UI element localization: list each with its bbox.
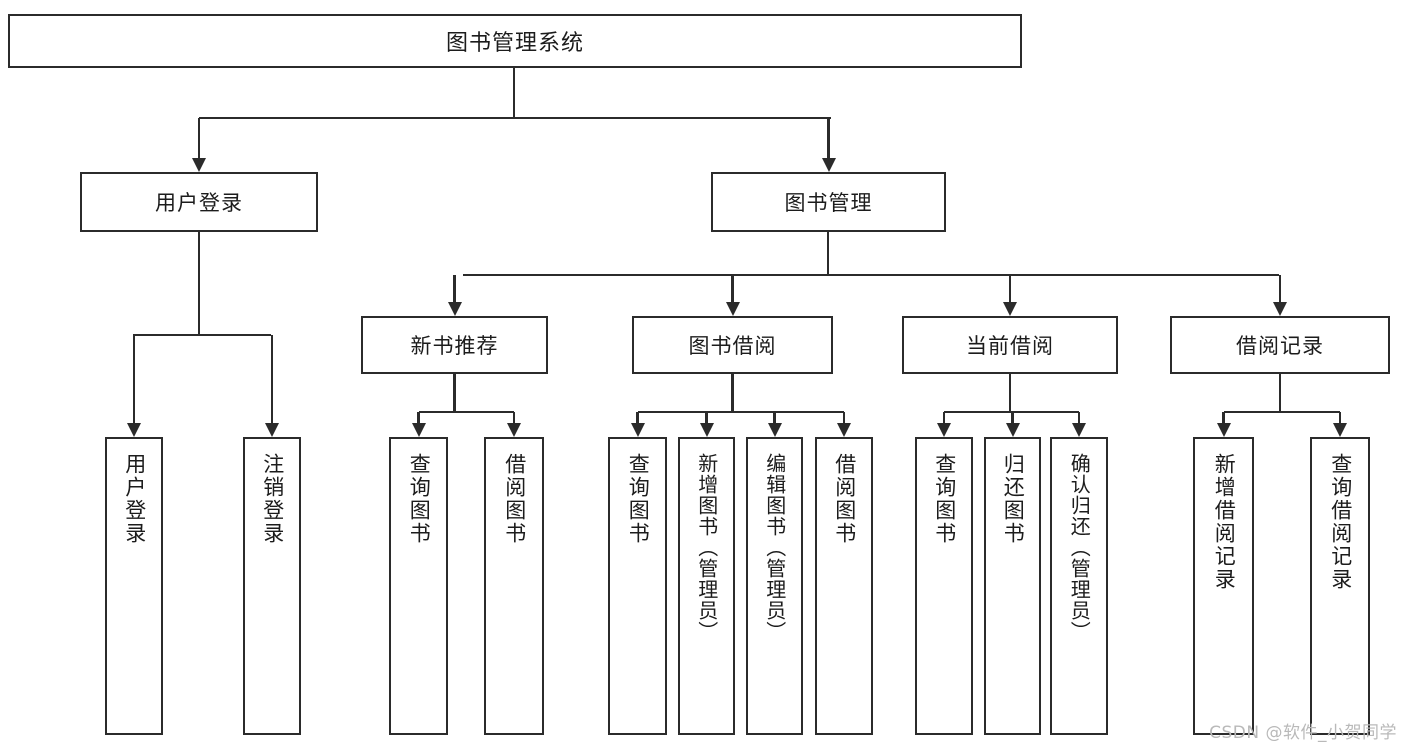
connector-mgmt-to-l3-1 (731, 275, 734, 302)
connector-root-bus (199, 116, 831, 120)
connector-l3-1-to-leaf-4 (636, 412, 639, 423)
connector-mgmt-to-l3-3 (1278, 275, 1282, 302)
leaf-query-book-recommend-label: 查询图书 (407, 453, 432, 545)
node-book-borrow-label: 图书借阅 (688, 334, 777, 358)
node-book-management-label: 图书管理 (784, 191, 873, 215)
connector-l3-3-to-leaf-11 (1222, 412, 1225, 423)
connector-l3-2-to-leaf-9 (1011, 412, 1014, 423)
connector-login-bus (133, 333, 271, 337)
leaf-logout[interactable]: 注销登录 (243, 437, 301, 735)
arrow-l3-3-to-leaf-11 (1216, 423, 1231, 437)
arrow-mgmt-to-l3-0 (447, 302, 462, 316)
connector-l3-0-to-leaf-3 (512, 412, 516, 423)
leaf-borrow-book-recommend-label: 借阅图书 (502, 453, 527, 545)
leaf-edit-book-admin[interactable]: 编辑图书（管理员） (746, 437, 803, 735)
connector-l3-1-bus (637, 410, 844, 414)
node-user-login[interactable]: 用户登录 (80, 172, 318, 232)
connector-l3-2-to-leaf-10 (1077, 412, 1081, 423)
connector-login-to-leaf-1 (270, 335, 274, 423)
connector-l3-3-bus (1223, 410, 1340, 414)
node-root-system[interactable]: 图书管理系统 (8, 14, 1022, 68)
leaf-query-book-recommend[interactable]: 查询图书 (389, 437, 448, 735)
leaf-return-book[interactable]: 归还图书 (984, 437, 1041, 735)
connector-l3-1-to-leaf-5 (705, 412, 708, 423)
connector-l3-2-stem (1008, 374, 1012, 412)
leaf-query-book-borrow-label: 查询图书 (626, 453, 651, 545)
connector-mgmt-to-l3-0 (453, 275, 456, 302)
connector-l3-3-stem (1278, 374, 1282, 412)
leaf-add-borrow-record-label: 新增借阅记录 (1212, 453, 1237, 591)
leaf-user-login[interactable]: 用户登录 (105, 437, 163, 735)
connector-l3-1-stem (731, 374, 734, 412)
leaf-confirm-return-admin-label: 确认归还（管理员） (1067, 453, 1092, 642)
connector-l3-0-bus (418, 410, 514, 414)
leaf-borrow-book[interactable]: 借阅图书 (815, 437, 873, 735)
connector-login-stem (197, 232, 201, 335)
leaf-add-borrow-record[interactable]: 新增借阅记录 (1193, 437, 1254, 735)
leaf-query-book-current[interactable]: 查询图书 (915, 437, 973, 735)
leaf-query-borrow-record-label: 查询借阅记录 (1328, 453, 1353, 591)
node-book-borrow[interactable]: 图书借阅 (632, 316, 833, 374)
arrow-mgmt-to-l3-1 (725, 302, 740, 316)
connector-l3-0-stem (453, 374, 456, 412)
arrow-root-to-l2-1 (821, 158, 836, 172)
connector-l3-0-to-leaf-2 (417, 412, 420, 423)
leaf-add-book-admin[interactable]: 新增图书（管理员） (678, 437, 735, 735)
connector-mgmt-stem (826, 232, 830, 275)
connector-l3-3-to-leaf-12 (1338, 412, 1342, 423)
leaf-add-book-admin-label: 新增图书（管理员） (694, 453, 719, 642)
leaf-confirm-return-admin[interactable]: 确认归还（管理员） (1050, 437, 1108, 735)
node-new-book-recommend[interactable]: 新书推荐 (361, 316, 548, 374)
node-book-management[interactable]: 图书管理 (711, 172, 946, 232)
arrow-l3-1-to-leaf-5 (699, 423, 714, 437)
arrow-l3-0-to-leaf-3 (507, 423, 521, 437)
connector-root-to-l2-0 (197, 118, 201, 158)
leaf-query-borrow-record[interactable]: 查询借阅记录 (1310, 437, 1370, 735)
connector-root-to-l2-1 (827, 118, 830, 158)
connector-login-to-leaf-0 (132, 335, 136, 423)
connector-l3-2-to-leaf-8 (942, 412, 946, 423)
leaf-user-login-label: 用户登录 (122, 453, 147, 545)
arrow-root-to-l2-0 (192, 158, 206, 172)
connector-l3-1-to-leaf-6 (773, 412, 776, 423)
arrow-login-to-leaf-1 (265, 423, 279, 437)
arrow-l3-1-to-leaf-7 (837, 423, 851, 437)
arrow-l3-3-to-leaf-12 (1333, 423, 1347, 437)
leaf-borrow-book-label: 借阅图书 (832, 453, 857, 545)
node-current-borrow[interactable]: 当前借阅 (902, 316, 1118, 374)
arrow-l3-0-to-leaf-2 (411, 423, 426, 437)
arrow-l3-1-to-leaf-6 (767, 423, 782, 437)
node-borrow-records[interactable]: 借阅记录 (1170, 316, 1390, 374)
leaf-query-book-current-label: 查询图书 (932, 453, 957, 545)
node-new-book-recommend-label: 新书推荐 (410, 334, 499, 358)
arrow-mgmt-to-l3-2 (1003, 302, 1017, 316)
arrow-l3-1-to-leaf-4 (630, 423, 645, 437)
connector-root-stem (512, 68, 516, 118)
leaf-edit-book-admin-label: 编辑图书（管理员） (762, 453, 787, 642)
node-user-login-label: 用户登录 (155, 191, 243, 215)
connector-l3-1-to-leaf-7 (842, 412, 846, 423)
node-root-label: 图书管理系统 (445, 31, 584, 56)
node-current-borrow-label: 当前借阅 (966, 334, 1054, 358)
arrow-l3-2-to-leaf-10 (1072, 423, 1086, 437)
arrow-l3-2-to-leaf-9 (1005, 423, 1020, 437)
leaf-return-book-label: 归还图书 (1001, 453, 1026, 545)
leaf-logout-label: 注销登录 (260, 453, 285, 545)
leaf-borrow-book-recommend[interactable]: 借阅图书 (484, 437, 544, 735)
arrow-l3-2-to-leaf-8 (937, 423, 951, 437)
node-borrow-records-label: 借阅记录 (1236, 334, 1324, 358)
leaf-query-book-borrow[interactable]: 查询图书 (608, 437, 667, 735)
connector-mgmt-bus (463, 273, 1279, 277)
arrow-mgmt-to-l3-3 (1273, 302, 1287, 316)
arrow-login-to-leaf-0 (127, 423, 141, 437)
connector-mgmt-to-l3-2 (1008, 275, 1012, 302)
